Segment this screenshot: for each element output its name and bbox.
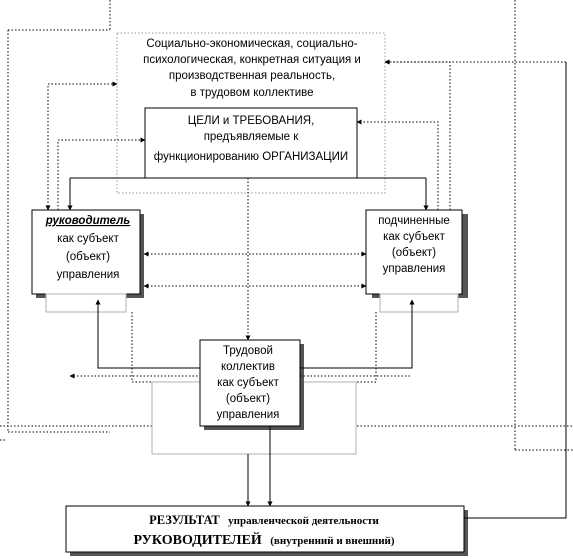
manager-box: руководитель как субъект (объект) управл… (31, 209, 144, 313)
goals-line-1: ЦЕЛИ и ТРЕБОВАНИЯ, (188, 115, 315, 127)
manager-line-2: как субъект (57, 233, 119, 245)
result-line-2: РУКОВОДИТЕЛЕЙ (внутренний и внешний) (133, 531, 394, 548)
goals-line-3: функционированию ОРГАНИЗАЦИИ (154, 151, 348, 163)
result-box: РЕЗУЛЬТАТ управленческой деятельности РУ… (65, 505, 468, 556)
manager-line-1: руководитель (45, 215, 131, 227)
result-line-1-rest: управленческой деятельности (228, 515, 379, 527)
collective-line-3: как субъект (217, 377, 279, 389)
subordinates-box: подчиненные как субъект (объект) управле… (365, 209, 468, 313)
reality-box: Социально-экономическая, социально- псих… (116, 32, 386, 194)
subordinates-line-4: управления (383, 263, 446, 275)
reality-line-1: Социально-экономическая, социально- (146, 38, 357, 50)
result-line-1: РЕЗУЛЬТАТ управленческой деятельности (149, 511, 379, 528)
result-line-2-bold: РУКОВОДИТЕЛЕЙ (133, 531, 261, 548)
result-line-2-rest: (внутренний и внешний) (270, 535, 395, 547)
collective-box: Трудовой коллектив как субъект (объект) … (151, 339, 357, 455)
reality-line-2: психологическая, конкретная ситуация и (143, 54, 361, 66)
connectors (45, 59, 567, 519)
reality-line-4: в трудовом коллективе (190, 87, 313, 99)
manager-line-3: (объект) (66, 251, 110, 263)
collective-line-1: Трудовой (223, 345, 273, 357)
outer-frame (0, 0, 573, 451)
collective-line-4: (объект) (226, 393, 270, 405)
subordinates-line-1: подчиненные (378, 215, 450, 227)
collective-line-5: управления (217, 409, 280, 421)
goals-line-2: предъявляемые к (204, 131, 300, 143)
subordinates-line-3: (объект) (392, 247, 436, 259)
result-line-1-bold: РЕЗУЛЬТАТ (149, 513, 220, 527)
subordinates-line-2: как субъект (383, 231, 445, 243)
reality-line-3: производственная реальность, (169, 70, 335, 82)
collective-line-2: коллектив (221, 361, 275, 373)
goals-box: ЦЕЛИ и ТРЕБОВАНИЯ, предъявляемые к функц… (144, 107, 358, 179)
manager-line-4: управления (57, 269, 120, 281)
